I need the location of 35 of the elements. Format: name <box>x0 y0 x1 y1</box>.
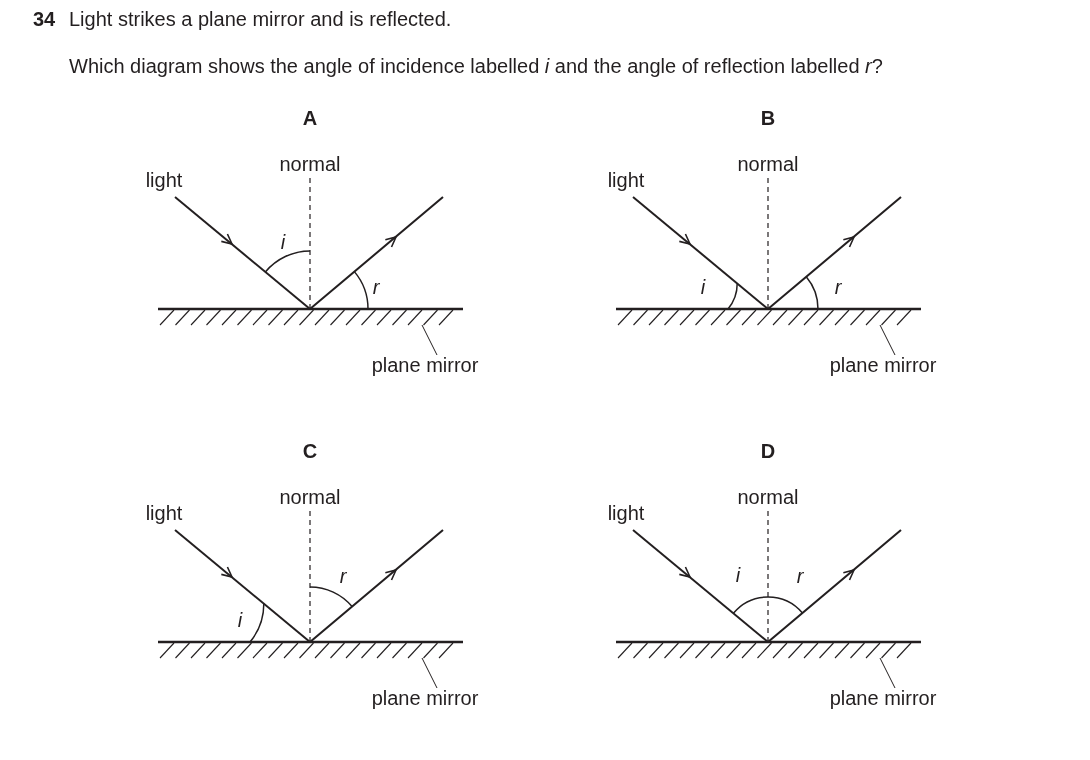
ray-label: light <box>145 170 183 190</box>
leader-line <box>879 324 896 356</box>
plane-mirror <box>158 307 463 326</box>
normal-label: normal <box>737 487 799 507</box>
panel-letter: D <box>760 441 776 461</box>
angle-label: i <box>237 610 243 630</box>
angle-label: r <box>834 277 842 297</box>
question-number: 34 <box>33 9 56 29</box>
angle-label: i <box>280 232 286 252</box>
normal-label: normal <box>279 154 341 174</box>
question-text: Which diagram shows the angle of incidence labelled i and the angle of reflection labelled r? <box>69 56 883 76</box>
plane-mirror <box>616 640 921 659</box>
part-label: plane mirror <box>829 354 937 376</box>
angle-label: r <box>372 277 380 297</box>
leader-line <box>879 657 896 689</box>
angle-label: i <box>700 277 706 297</box>
panel-letter: A <box>302 108 318 128</box>
ray-label: light <box>607 503 645 523</box>
leader-line <box>421 324 438 356</box>
part-label: plane mirror <box>371 687 479 709</box>
angle-label: i <box>735 565 741 585</box>
plane-mirror <box>616 307 921 326</box>
part-label: plane mirror <box>829 687 937 709</box>
question-text: Light strikes a plane mirror and is reflected. <box>69 9 452 29</box>
normal-label: normal <box>279 487 341 507</box>
part-label: plane mirror <box>371 354 479 376</box>
ray-label: light <box>607 170 645 190</box>
panel-letter: B <box>760 108 776 128</box>
plane-mirror <box>158 640 463 659</box>
angle-label: r <box>339 566 347 586</box>
leader-line <box>421 657 438 689</box>
normal-label: normal <box>737 154 799 174</box>
ray-label: light <box>145 503 183 523</box>
panel-letter: C <box>302 441 318 461</box>
angle-label: r <box>796 566 804 586</box>
